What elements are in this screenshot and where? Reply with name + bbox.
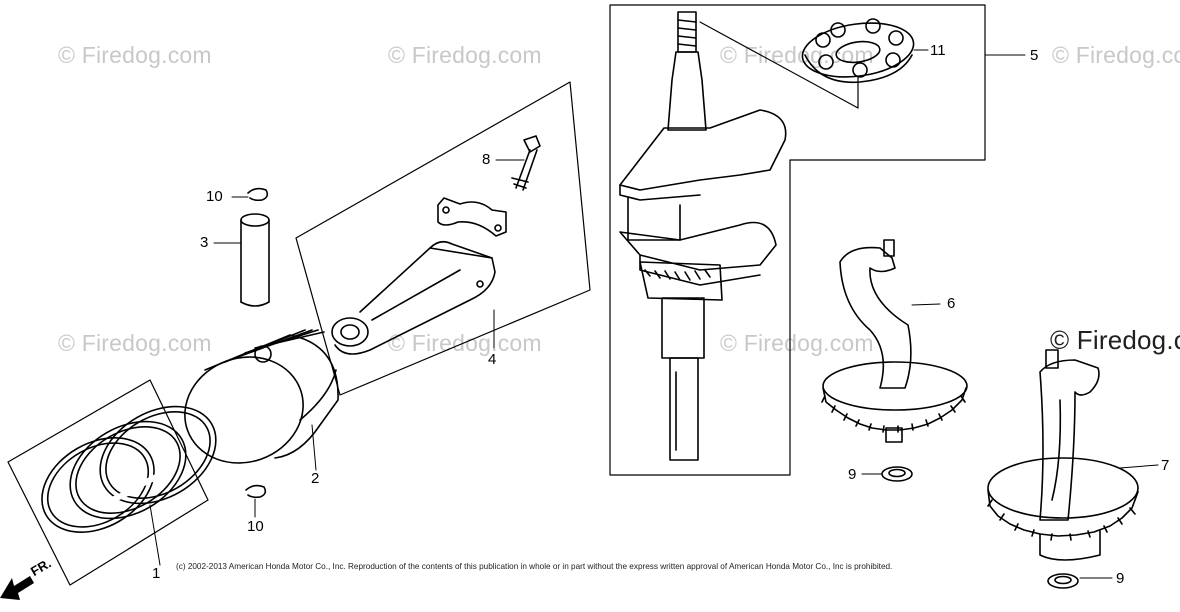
callout-6: 6 [947, 295, 956, 312]
crankshaft [619, 11, 787, 461]
piston-rings [41, 405, 217, 533]
callout-3: 3 [200, 234, 209, 251]
front-direction-arrow [0, 576, 34, 600]
copyright-notice: (c) 2002-2013 American Honda Motor Co., … [176, 562, 893, 571]
callout-9-lower: 9 [1116, 570, 1125, 587]
piston [184, 329, 339, 464]
watermark: © Firedog.com [720, 330, 874, 356]
watermark-dark: © Firedog.c [1050, 325, 1180, 355]
leader-lines [149, 49, 1159, 579]
piston-ring-group-outline [7, 379, 209, 586]
crankshaft-group-outline [609, 4, 986, 476]
washer-lower [1047, 573, 1079, 589]
washer-upper [881, 466, 913, 482]
pin-clip-top [247, 187, 269, 202]
callout-7: 7 [1161, 457, 1170, 474]
watermark: © Firedog.com [58, 42, 212, 68]
callout-5: 5 [1030, 47, 1039, 64]
callout-11: 11 [930, 42, 946, 59]
callout-10-upper: 10 [206, 188, 223, 205]
connecting-rod-cap [437, 197, 507, 237]
connecting-rod [331, 240, 496, 355]
piston-pin [240, 213, 270, 307]
watermark: © Firedog.com [1052, 42, 1180, 68]
balancer-shaft-6 [821, 239, 968, 443]
callout-1: 1 [152, 565, 161, 582]
ball-bearing [699, 18, 915, 109]
callout-4: 4 [488, 351, 497, 368]
watermark: © Firedog.com [388, 42, 542, 68]
connecting-rod-group-outline [295, 81, 591, 396]
rod-bolt [511, 135, 541, 191]
watermark: © Firedog.com [58, 330, 212, 356]
callout-10-lower: 10 [247, 518, 264, 535]
callout-8: 8 [482, 151, 491, 168]
callout-2: 2 [311, 470, 320, 487]
balancer-shaft-7 [987, 349, 1139, 561]
pin-clip-bottom [245, 484, 267, 499]
callout-9-upper: 9 [848, 466, 857, 483]
